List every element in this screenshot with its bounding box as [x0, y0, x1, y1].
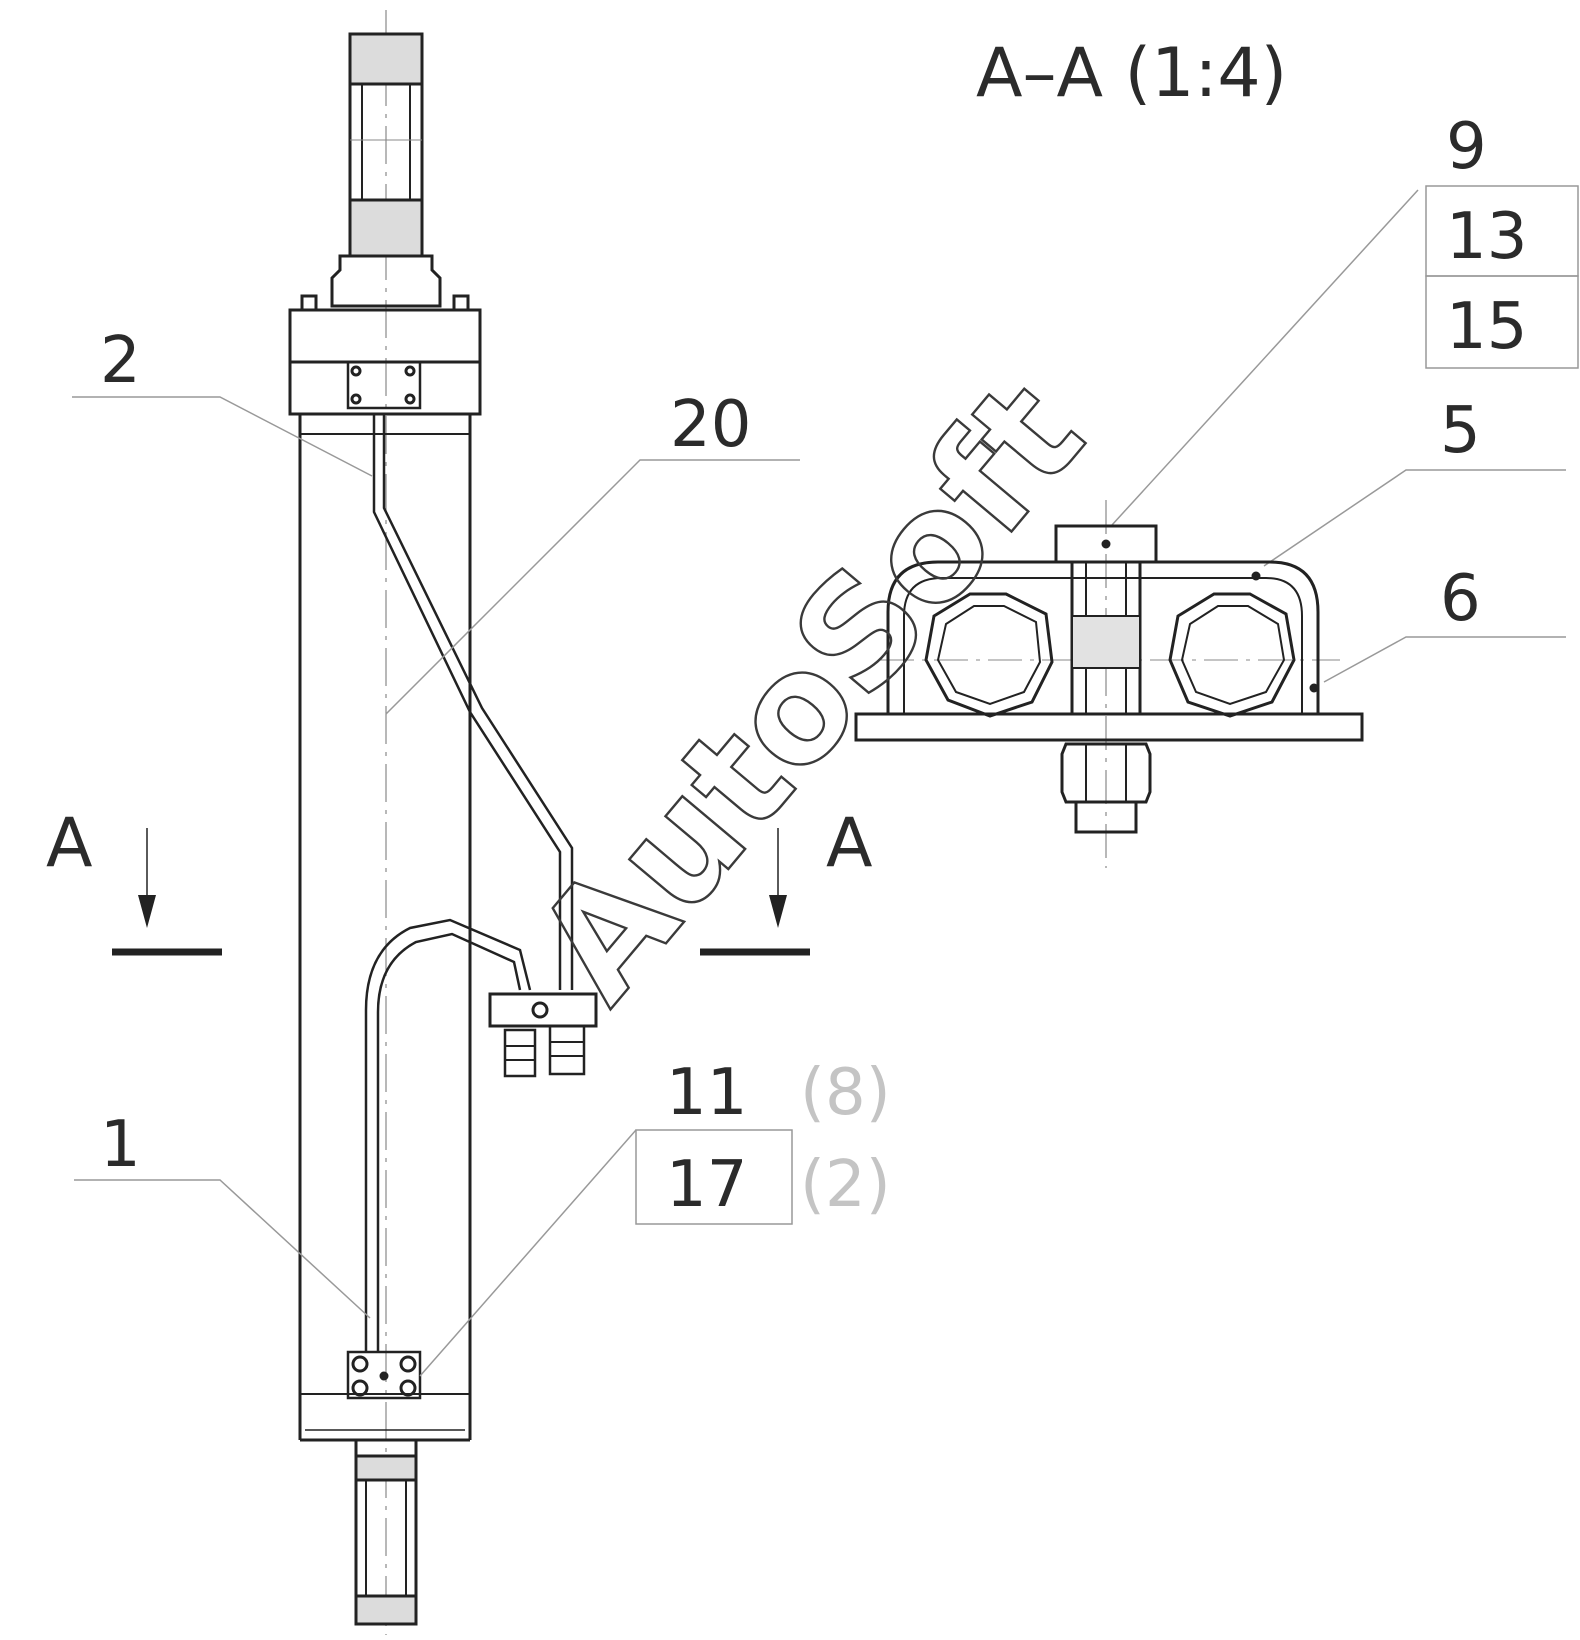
- bottom-rod-eye: [354, 1438, 418, 1626]
- callout-13: 13: [1446, 200, 1527, 274]
- cylinder-barrel: [298, 414, 472, 1442]
- top-rod-eye: [348, 32, 424, 258]
- callout-20: 20: [670, 388, 751, 462]
- center-bolt: [1054, 524, 1158, 834]
- bottom-port-block: [346, 1350, 422, 1400]
- lower-hydraulic-pipe: [364, 918, 532, 1352]
- section-view-a-a: [854, 500, 1364, 868]
- section-cut-marks: [112, 828, 810, 956]
- callout-11: 11: [666, 1056, 747, 1130]
- callout-15: 15: [1446, 290, 1527, 364]
- upper-hydraulic-pipe: [372, 414, 574, 990]
- callout-17: 17: [666, 1148, 747, 1222]
- quantity-2: (2): [800, 1148, 891, 1222]
- base-plate: [854, 712, 1364, 742]
- leader-lines: [72, 189, 1566, 1377]
- callout-2: 2: [100, 324, 141, 398]
- callout-6: 6: [1440, 562, 1481, 636]
- cylinder-assembly: [288, 10, 598, 1635]
- right-hex-fitting: [1168, 592, 1296, 718]
- quantity-8: (8): [800, 1056, 891, 1130]
- section-mark-right: A: [826, 804, 873, 883]
- pipe-clamp: [488, 992, 598, 1078]
- callout-1: 1: [100, 1108, 141, 1182]
- cylinder-head: [288, 254, 482, 416]
- callout-5: 5: [1440, 394, 1481, 468]
- section-mark-left: A: [46, 804, 93, 883]
- section-title: A–A (1:4): [976, 34, 1287, 113]
- left-hex-fitting: [924, 592, 1054, 718]
- callout-9: 9: [1446, 110, 1487, 184]
- callout-boxes: [635, 185, 1579, 1225]
